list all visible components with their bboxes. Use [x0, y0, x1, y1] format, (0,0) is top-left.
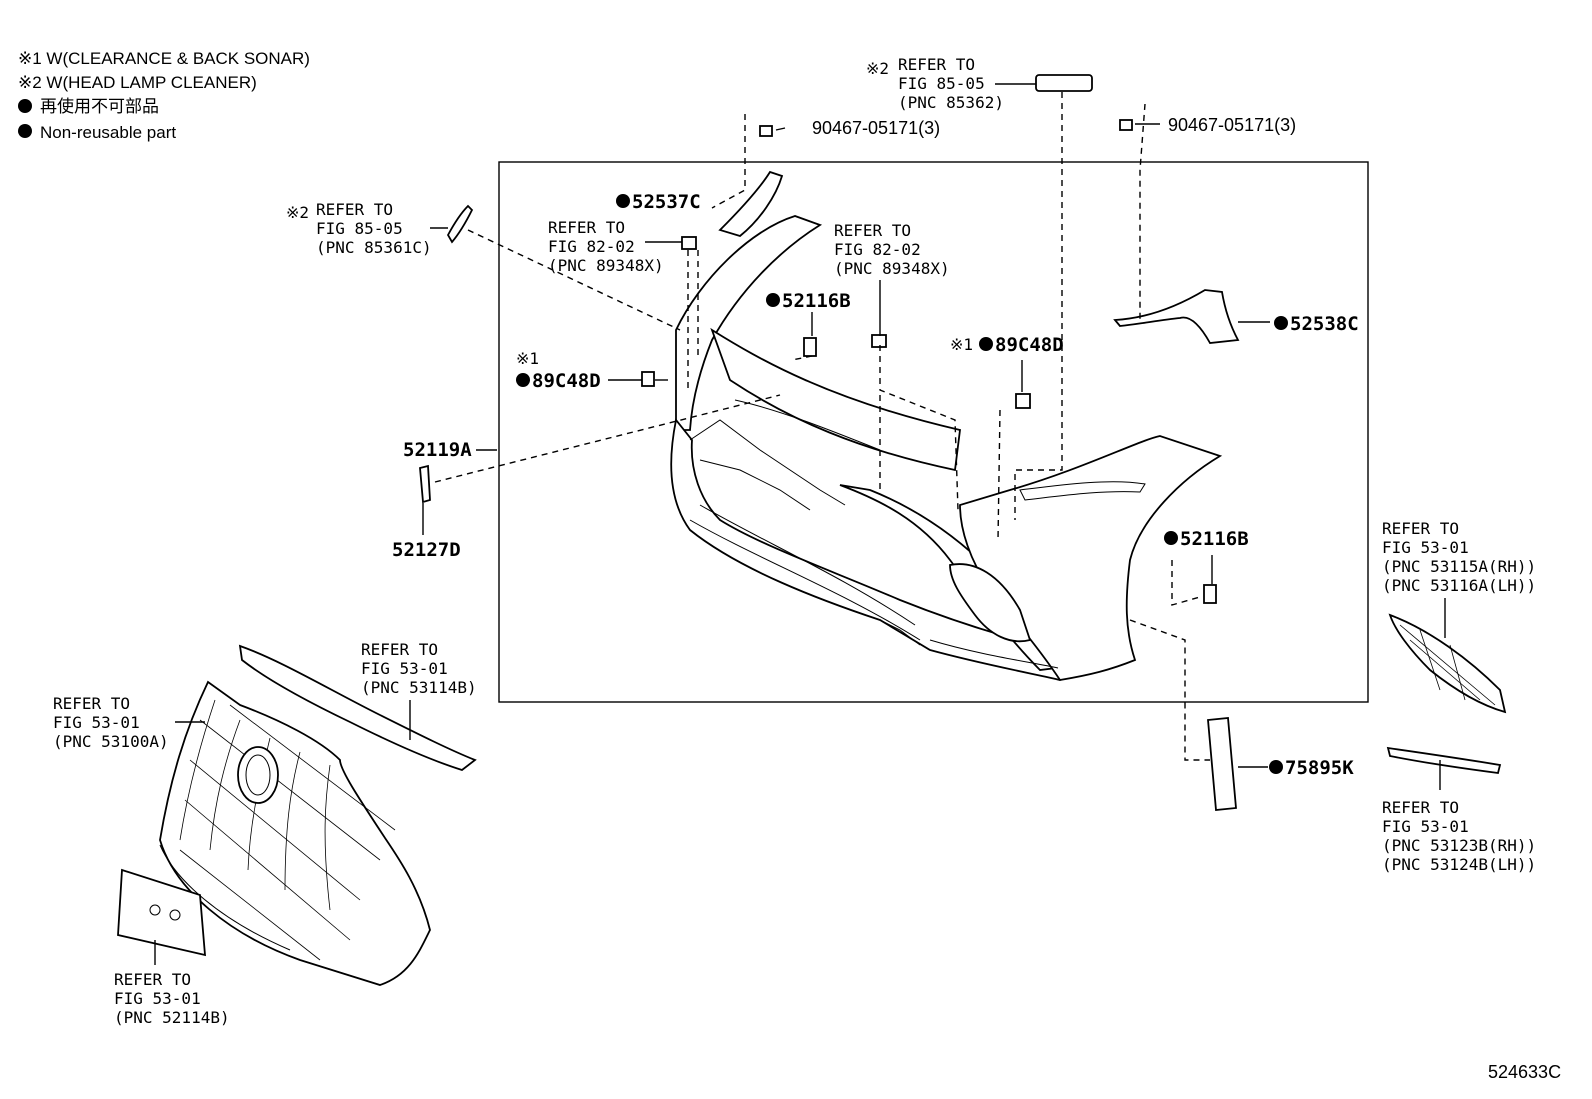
legend: ※1 W(CLEARANCE & BACK SONAR) ※2 W(HEAD L…: [18, 49, 310, 142]
front-grille-drawing: [117, 644, 477, 986]
ref-53114B: REFER TO FIG 53-01 (PNC 53114B): [361, 640, 477, 697]
note-mark-1: ※1: [950, 335, 973, 354]
non-reusable-dot-icon: [18, 99, 32, 113]
non-reusable-dot-icon: [766, 293, 780, 307]
part-labels: ※2 ※2 90467-05171(3) 90467-05171(3) 5253…: [286, 59, 1359, 779]
part-52127D: 52127D: [392, 539, 461, 561]
side-parts-drawing: [419, 74, 1507, 811]
non-reusable-dot-icon: [516, 373, 530, 387]
note-mark-2: ※2: [866, 59, 889, 78]
part-89C48D-left: 89C48D: [532, 370, 601, 392]
non-reusable-dot-icon: [616, 194, 630, 208]
ref-53100A: REFER TO FIG 53-01 (PNC 53100A): [53, 694, 169, 751]
part-52538C: 52538C: [1290, 313, 1359, 335]
reference-notes: REFER TO FIG 85-05 (PNC 85362) REFER TO …: [53, 55, 1546, 1027]
assembly-frame: [498, 161, 1369, 703]
non-reusable-dot-icon: [979, 337, 993, 351]
ref-89348X-right: REFER TO FIG 82-02 (PNC 89348X): [834, 221, 950, 278]
note-mark-1: ※1: [516, 349, 539, 368]
part-90467-05171-right: 90467-05171(3): [1168, 115, 1296, 135]
figure-code: 524633C: [1488, 1062, 1561, 1082]
clip-icon: [1119, 119, 1133, 131]
non-reusable-dot-icon: [18, 124, 32, 138]
part-90467-05171-left: 90467-05171(3): [812, 118, 940, 138]
ref-53123B: REFER TO FIG 53-01 (PNC 53123B(RH)) (PNC…: [1382, 798, 1546, 874]
non-reusable-dot-icon: [1164, 531, 1178, 545]
non-reusable-dot-icon: [1269, 760, 1283, 774]
legend-non-reusable-en: Non-reusable part: [40, 123, 176, 142]
part-52116B-upper: 52116B: [782, 290, 851, 312]
legend-note-1: ※1 W(CLEARANCE & BACK SONAR): [18, 49, 310, 68]
part-52537C: 52537C: [632, 191, 701, 213]
part-75895K: 75895K: [1285, 757, 1354, 779]
note-mark-2: ※2: [286, 203, 309, 222]
part-52119A: 52119A: [403, 439, 472, 461]
ref-89348X-left: REFER TO FIG 82-02 (PNC 89348X): [548, 218, 664, 275]
leader-lines: [154, 83, 1446, 965]
legend-non-reusable-jp: 再使用不可部品: [40, 96, 159, 116]
clip-icon: [759, 125, 773, 137]
non-reusable-dot-icon: [1274, 316, 1288, 330]
ref-85361C: REFER TO FIG 85-05 (PNC 85361C): [316, 200, 432, 257]
ref-53115A: REFER TO FIG 53-01 (PNC 53115A(RH)) (PNC…: [1382, 519, 1546, 595]
part-52116B-lower: 52116B: [1180, 528, 1249, 550]
part-89C48D-right: 89C48D: [995, 334, 1064, 356]
ref-52114B: REFER TO FIG 53-01 (PNC 52114B): [114, 970, 230, 1027]
legend-note-2: ※2 W(HEAD LAMP CLEANER): [18, 73, 257, 92]
ref-85362: REFER TO FIG 85-05 (PNC 85362): [898, 55, 1004, 112]
bumper-cover-drawing: [670, 215, 1223, 682]
